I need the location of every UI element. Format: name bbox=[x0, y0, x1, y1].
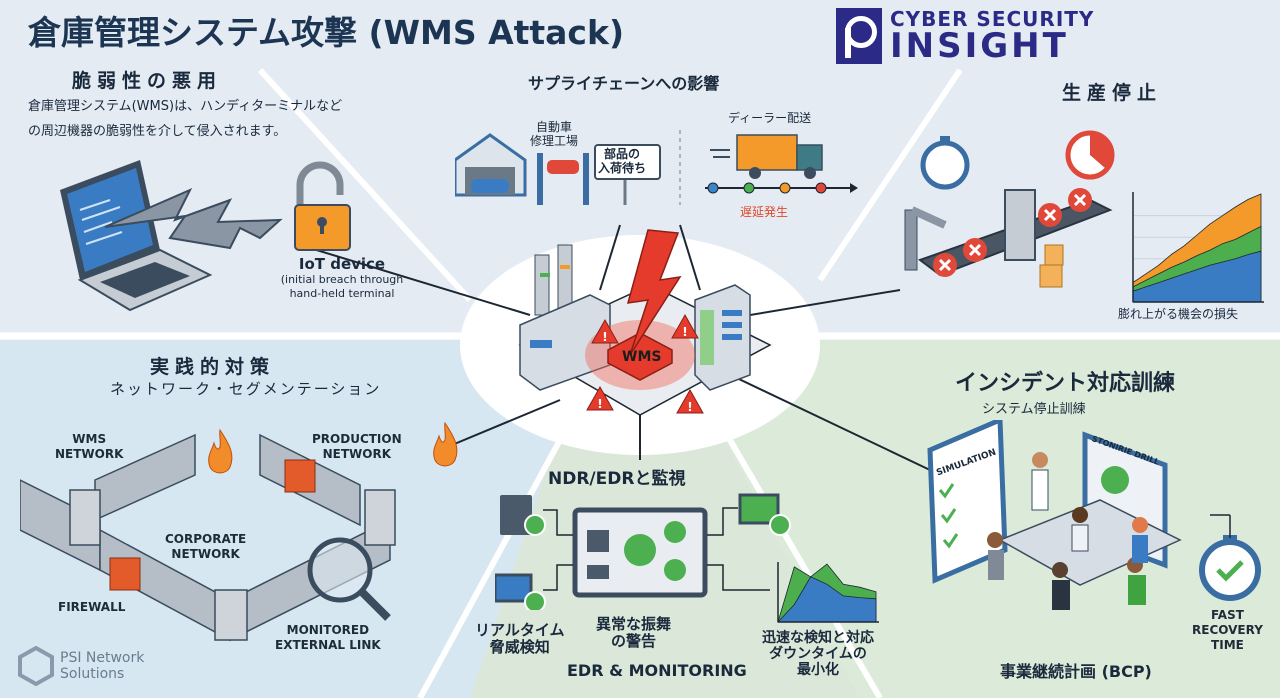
incident-training-subheading: システム停止訓練 bbox=[982, 402, 1086, 417]
monitoring-heading: NDR/EDRと監視 bbox=[548, 469, 686, 489]
brand-logo: CYBER SECURITY INSIGHT bbox=[836, 6, 1094, 66]
workstation-icon bbox=[738, 493, 791, 536]
realtime-detection-label: リアルタイム 脅威検知 bbox=[475, 621, 565, 656]
countermeasures-subheading: ネットワーク・セグメンテーション bbox=[110, 380, 382, 398]
description-line: 倉庫管理システム(WMS)は、ハンディターミナルなど bbox=[28, 99, 343, 114]
fire-icon bbox=[208, 428, 233, 474]
segmentation-illustration bbox=[20, 433, 396, 642]
delivery-truck-icon bbox=[710, 134, 823, 179]
monitoring-illustration bbox=[495, 493, 791, 610]
wms-hub-label: WMS bbox=[622, 349, 662, 365]
training-illustration bbox=[927, 420, 1261, 610]
fast-recovery-label: FAST RECOVERY TIME bbox=[1192, 608, 1263, 652]
area-series-blue bbox=[1132, 250, 1262, 303]
bcp-label: 事業継続計画 (BCP) bbox=[1000, 662, 1152, 681]
hexagon-logo-icon bbox=[18, 646, 54, 686]
timeline-dot bbox=[707, 182, 719, 194]
logo-mark-icon bbox=[836, 8, 882, 64]
wms-network-label: WMS NETWORK bbox=[55, 432, 124, 461]
loss-chart-caption: 膨れ上がる機会の損失 bbox=[1118, 307, 1239, 321]
downtime-chart bbox=[777, 562, 879, 623]
garage-icon bbox=[455, 133, 527, 197]
stopwatch-red-icon bbox=[1065, 130, 1115, 180]
timeline-dot bbox=[743, 182, 755, 194]
downtime-minimize-label: 迅速な検知と対応 ダウンタイムの 最小化 bbox=[762, 630, 874, 678]
corporate-network-label: CORPORATE NETWORK bbox=[165, 532, 247, 561]
firewall-brick-icon bbox=[109, 459, 316, 591]
monitored-link-label: MONITORED EXTERNAL LINK bbox=[275, 623, 381, 652]
partner-logo-line1: PSI Network bbox=[60, 650, 145, 666]
breach-illustration bbox=[60, 160, 351, 312]
production-network-label: PRODUCTION NETWORK bbox=[312, 432, 402, 461]
svg-text:!: ! bbox=[602, 330, 607, 344]
desktop-icon bbox=[495, 573, 546, 610]
supply-chain-heading: サプライチェーンへの影響 bbox=[528, 74, 720, 93]
parts-waiting-sign bbox=[594, 144, 661, 205]
fire-icon bbox=[433, 421, 458, 467]
production-illustration bbox=[904, 130, 1115, 288]
loss-chart bbox=[1132, 192, 1264, 303]
countermeasures-panel bbox=[0, 340, 560, 698]
monitor-icon bbox=[572, 507, 708, 598]
open-padlock-icon bbox=[294, 161, 351, 251]
timeline-dot bbox=[779, 182, 791, 194]
car-lift-icon bbox=[537, 153, 589, 205]
lightning-arrow-icon bbox=[104, 187, 283, 250]
timeline-dots bbox=[707, 182, 827, 194]
magnifier-icon bbox=[307, 537, 391, 621]
factory-icon bbox=[519, 244, 611, 391]
svg-text:!: ! bbox=[687, 400, 692, 414]
iot-device-label: IoT device bbox=[298, 255, 386, 273]
svg-text:!: ! bbox=[597, 397, 602, 411]
people-icon bbox=[987, 452, 1148, 610]
partner-logo: PSI Network Solutions bbox=[18, 646, 144, 686]
edr-monitoring-label: EDR & MONITORING bbox=[567, 661, 747, 680]
iot-device-caption: (initial breach through hand-held termin… bbox=[280, 273, 404, 300]
robot-arm-icon bbox=[904, 206, 947, 271]
countermeasures-heading: 実践的対策 bbox=[150, 356, 276, 378]
supply-chain-illustration bbox=[455, 130, 858, 205]
logo-line1: CYBER SECURITY bbox=[890, 7, 1095, 31]
svg-text:!: ! bbox=[682, 325, 687, 339]
vulnerability-description: 倉庫管理システム(WMS)は、ハンディターミナルなど の周辺機器の脆弱性を介して… bbox=[28, 94, 342, 144]
partner-logo-line2: Solutions bbox=[60, 666, 125, 682]
vulnerability-heading: 脆弱性の悪用 bbox=[72, 70, 223, 92]
recovery-stopwatch-icon bbox=[1199, 535, 1261, 601]
page-title: 倉庫管理システム攻撃 (WMS Attack) bbox=[28, 13, 625, 52]
wms-hub-illustration: !!!! bbox=[518, 229, 772, 416]
anomaly-alert-label: 異常な振舞 の警告 bbox=[596, 615, 672, 650]
description-line: の周辺機器の脆弱性を介して侵入されます。 bbox=[28, 124, 287, 139]
lightning-bolt-icon bbox=[626, 229, 682, 356]
delay-label: 遅延発生 bbox=[740, 205, 789, 219]
boxes-icon bbox=[1039, 244, 1064, 288]
repair-shop-label: 自動車 修理工場 bbox=[530, 120, 579, 148]
server-icon bbox=[500, 495, 546, 536]
laptop-icon bbox=[60, 160, 213, 312]
logo-line2: INSIGHT bbox=[890, 26, 1069, 66]
office-building-icon bbox=[694, 284, 751, 391]
warning-triangle-icon bbox=[586, 313, 704, 414]
dealer-delivery-label: ディーラー配送 bbox=[728, 111, 812, 125]
stopwatch-blue-icon bbox=[920, 136, 970, 190]
incident-training-heading: インシデント対応訓練 bbox=[955, 371, 1176, 396]
parts-waiting-label: 部品の 入荷待ち bbox=[598, 147, 647, 175]
area-series-blue bbox=[777, 576, 877, 623]
clipboard-icon bbox=[927, 420, 1008, 584]
production-stop-heading: 生産停止 bbox=[1062, 82, 1163, 104]
timeline-dot bbox=[815, 182, 827, 194]
firewall-label: FIREWALL bbox=[58, 600, 126, 614]
